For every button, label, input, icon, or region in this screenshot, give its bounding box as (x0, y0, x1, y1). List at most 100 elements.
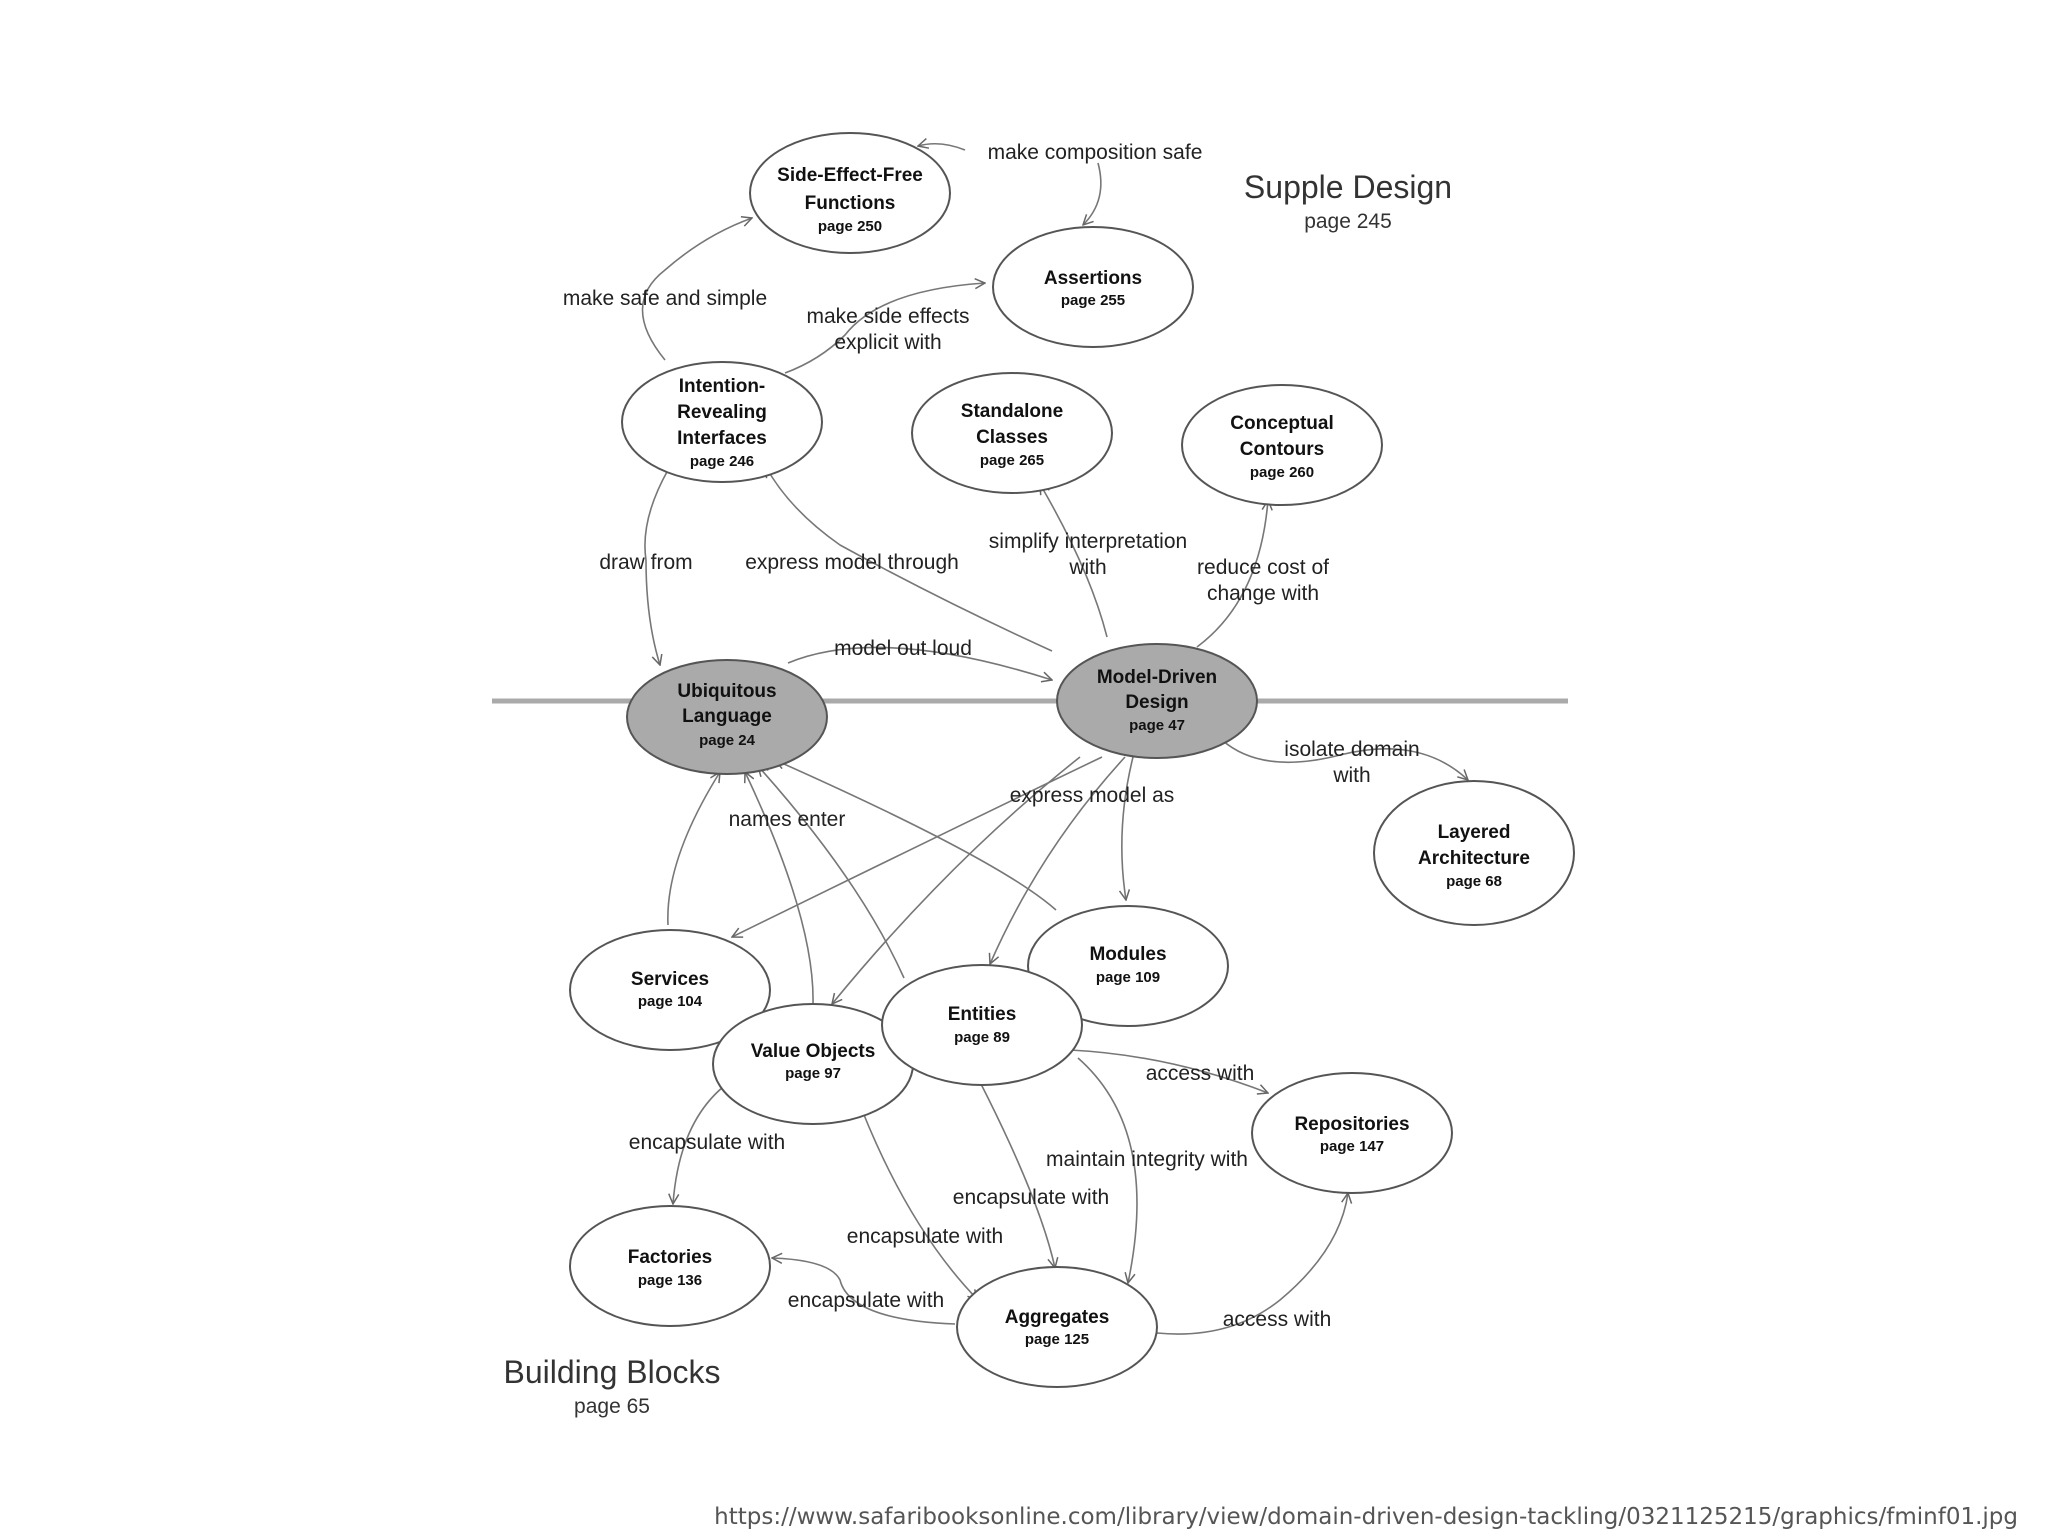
node-repositories-line-1: Repositories (1294, 1114, 1409, 1135)
node-side-effect-free-functions-page: page 250 (818, 218, 882, 235)
node-entities[interactable]: Entities page 89 (881, 964, 1083, 1086)
node-aggregates-line-1: Aggregates (1005, 1307, 1110, 1328)
node-assertions-line-1: Assertions (1044, 268, 1142, 289)
node-side-effect-free-functions[interactable]: Side-Effect-Free Functions page 250 (749, 132, 951, 254)
building-blocks-heading: Building Blocks page 65 (504, 1354, 721, 1418)
node-conceptual-contours-line-1: Conceptual (1230, 413, 1333, 434)
node-model-driven-design-page: page 47 (1129, 717, 1185, 734)
node-factories[interactable]: Factories page 136 (569, 1205, 771, 1327)
node-assertions-ellipse (992, 226, 1194, 348)
label-model-out-loud: model out loud (834, 637, 972, 660)
node-model-driven-design[interactable]: Model-Driven Design page 47 (1056, 643, 1258, 759)
label-express-model-through: express model through (745, 551, 959, 574)
edge-maintain-integrity (1077, 1057, 1138, 1283)
node-layered-architecture-page: page 68 (1446, 873, 1502, 890)
node-intention-revealing-interfaces-line-2: Revealing (677, 402, 767, 423)
edge-simplify-interpretation (1040, 484, 1108, 638)
node-services-page: page 104 (638, 993, 703, 1010)
label-make-composition-safe: make composition safe (988, 141, 1203, 164)
label-encapsulate-with-factories: encapsulate with (788, 1289, 944, 1312)
label-maintain-integrity: maintain integrity with (1046, 1148, 1248, 1171)
node-repositories[interactable]: Repositories page 147 (1251, 1072, 1453, 1194)
node-model-driven-design-line-2: Design (1125, 692, 1188, 713)
node-layered-architecture-ellipse (1373, 780, 1575, 926)
label-encapsulate-with-entities: encapsulate with (953, 1186, 1109, 1209)
node-conceptual-contours-ellipse (1181, 384, 1383, 506)
node-standalone-classes-page: page 265 (980, 452, 1044, 469)
edge-names-enter-services (667, 772, 720, 926)
node-standalone-classes-line-2: Classes (976, 427, 1048, 448)
label-names-enter: names enter (729, 808, 846, 831)
node-model-driven-design-ellipse (1056, 643, 1258, 759)
edge-names-enter-modules (775, 760, 1057, 911)
label-access-with-entities: access with (1146, 1062, 1255, 1085)
label-simplify-interpretation-1: simplify interpretation (989, 530, 1187, 553)
node-services-line-1: Services (631, 969, 709, 990)
edge-draw-from (644, 469, 669, 665)
source-url-caption: https://www.safaribooksonline.com/librar… (714, 1504, 2018, 1530)
node-value-objects-line-1: Value Objects (751, 1041, 876, 1062)
node-ubiquitous-language[interactable]: Ubiquitous Language page 24 (626, 659, 828, 775)
label-draw-from: draw from (599, 551, 692, 574)
node-intention-revealing-interfaces[interactable]: Intention- Revealing Interfaces page 246 (621, 361, 823, 483)
node-ubiquitous-language-line-1: Ubiquitous (677, 681, 776, 702)
label-encapsulate-with-vo-aggr: encapsulate with (847, 1225, 1003, 1248)
node-conceptual-contours-page: page 260 (1250, 464, 1314, 481)
edge-express-model-through (766, 467, 1053, 652)
node-assertions-page: page 255 (1061, 292, 1125, 309)
edge-make-safe-and-simple (641, 218, 753, 361)
node-entities-line-1: Entities (948, 1004, 1017, 1025)
node-ubiquitous-language-ellipse (626, 659, 828, 775)
node-standalone-classes[interactable]: Standalone Classes page 265 (911, 372, 1113, 494)
node-standalone-classes-ellipse (911, 372, 1113, 494)
node-repositories-page: page 147 (1320, 1138, 1384, 1155)
edge-reduce-cost (1196, 500, 1268, 648)
building-blocks-page: page 65 (574, 1395, 650, 1418)
edge-make-composition-safe-b (1083, 162, 1102, 225)
label-make-safe-and-simple: make safe and simple (563, 287, 767, 310)
node-intention-revealing-interfaces-ellipse (621, 361, 823, 483)
label-isolate-domain-2: with (1332, 764, 1370, 787)
node-modules-page: page 109 (1096, 969, 1160, 986)
node-conceptual-contours[interactable]: Conceptual Contours page 260 (1181, 384, 1383, 506)
node-ubiquitous-language-page: page 24 (699, 732, 756, 749)
node-aggregates-page: page 125 (1025, 1331, 1089, 1348)
edge-access-with-entities (1069, 1049, 1268, 1093)
supple-design-page: page 245 (1304, 210, 1392, 233)
node-assertions[interactable]: Assertions page 255 (992, 226, 1194, 348)
node-side-effect-free-functions-ellipse (749, 132, 951, 254)
label-reduce-cost-1: reduce cost of (1197, 556, 1329, 579)
node-layered-architecture[interactable]: Layered Architecture page 68 (1373, 780, 1575, 926)
node-intention-revealing-interfaces-line-1: Intention- (679, 376, 766, 397)
edge-express-as-entities (990, 756, 1126, 964)
label-encapsulate-with-vo: encapsulate with (629, 1131, 785, 1154)
nodes: Side-Effect-Free Functions page 250 Asse… (569, 132, 1575, 1388)
node-value-objects[interactable]: Value Objects page 97 (712, 1003, 914, 1125)
building-blocks-title: Building Blocks (504, 1354, 721, 1390)
node-standalone-classes-line-1: Standalone (961, 401, 1063, 422)
label-make-side-effects-explicit-2: explicit with (834, 331, 941, 354)
edge-labels: make composition safe make safe and simp… (563, 141, 1420, 1331)
edge-names-enter-value-objects (745, 772, 814, 1005)
node-entities-ellipse (881, 964, 1083, 1086)
edge-express-as-services (732, 756, 1103, 937)
node-modules[interactable]: Modules page 109 (1027, 905, 1229, 1027)
edge-make-composition-safe-a (918, 144, 966, 151)
node-factories-ellipse (569, 1205, 771, 1327)
node-aggregates[interactable]: Aggregates page 125 (956, 1266, 1158, 1388)
node-aggregates-ellipse (956, 1266, 1158, 1388)
supple-design-title: Supple Design (1244, 169, 1452, 205)
node-services[interactable]: Services page 104 (569, 929, 771, 1051)
node-side-effect-free-functions-line-2: Functions (805, 193, 896, 214)
node-layered-architecture-line-1: Layered (1438, 822, 1511, 843)
label-access-with-aggregates: access with (1223, 1308, 1332, 1331)
node-services-ellipse (569, 929, 771, 1051)
node-intention-revealing-interfaces-page: page 246 (690, 453, 754, 470)
label-reduce-cost-2: change with (1207, 582, 1319, 605)
node-conceptual-contours-line-2: Contours (1240, 439, 1324, 460)
node-factories-page: page 136 (638, 1272, 702, 1289)
edge-express-as-modules (1122, 756, 1134, 900)
edge-encapsulate-with-entities (979, 1081, 1055, 1268)
node-modules-line-1: Modules (1089, 944, 1166, 965)
